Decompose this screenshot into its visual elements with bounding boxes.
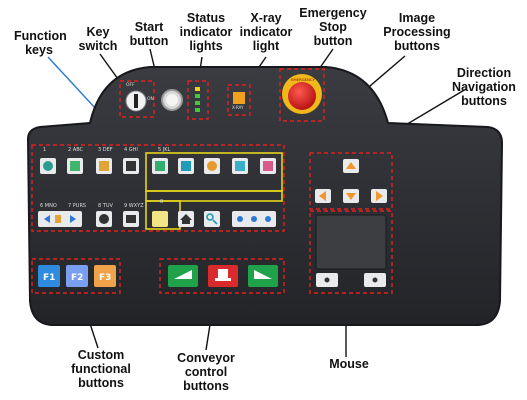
xray-light [233, 92, 245, 104]
key-row-2 [38, 211, 276, 227]
label-image-processing: Image Processing buttons [383, 11, 451, 53]
f1-button[interactable] [38, 265, 60, 287]
label-direction-nav: Direction Navigation buttons [452, 66, 516, 108]
control-panel: OFF ON X-RAY EMERGENCY 1 2 ABC 3 DEF 4 G… [26, 66, 504, 326]
f1-label: F1 [43, 273, 55, 283]
status-lights-box [187, 80, 209, 120]
led-green-1 [195, 94, 200, 98]
led-yellow [195, 87, 200, 91]
emergency-stop-text: EMERGENCY [291, 77, 315, 82]
f3-button[interactable] [94, 265, 116, 287]
key-switch-box [119, 80, 155, 118]
emergency-stop-box [279, 68, 325, 122]
key-switch-on[interactable]: ON [147, 96, 154, 102]
label-emergency-stop: Emergency Stop button [299, 6, 367, 48]
led-green-3 [195, 108, 200, 112]
label-status-lights: Status indicator lights [179, 11, 233, 53]
num-label-6: 6 MNO [40, 203, 57, 209]
label-custom-buttons: Custom functional buttons [71, 348, 131, 390]
num-label-2: 2 ABC [68, 147, 84, 153]
key-row-1 [40, 158, 276, 174]
custom-buttons-box [31, 258, 121, 294]
num-label-3: 3 DEF [98, 147, 113, 153]
num-label-7: 7 PURS [68, 203, 86, 209]
num-label-8: 8 TUV [98, 203, 113, 209]
conveyor-box [159, 258, 285, 294]
mouse-box [309, 210, 393, 294]
num-label-0: 0 [160, 199, 163, 205]
f2-button[interactable] [66, 265, 88, 287]
f3-label: F3 [99, 273, 111, 283]
num-label-5: 5 JKL [158, 147, 171, 153]
label-start-button: Start button [129, 20, 169, 48]
touchpad[interactable] [315, 214, 387, 270]
function-keys-box [31, 144, 285, 232]
num-label-9: 9 WXYZ [124, 203, 144, 209]
num-label-1: 1 [43, 147, 46, 153]
direction-nav-box [309, 152, 393, 210]
label-mouse: Mouse [329, 357, 369, 371]
xray-light-box [227, 84, 251, 116]
num-label-4: 4 GHI [124, 147, 138, 153]
label-xray-light: X-ray indicator light [239, 11, 293, 53]
label-key-switch: Key switch [78, 25, 118, 53]
label-function-keys: Function keys [14, 29, 67, 57]
f2-label: F2 [71, 273, 83, 283]
label-conveyor: Conveyor control buttons [177, 351, 235, 393]
image-processing-box-lower [145, 190, 283, 202]
led-green-2 [195, 101, 200, 105]
key-switch-off[interactable]: OFF [126, 82, 135, 88]
emergency-stop-button[interactable] [288, 82, 316, 110]
key-0[interactable] [152, 211, 168, 227]
xray-light-text: X-RAY [232, 105, 244, 110]
